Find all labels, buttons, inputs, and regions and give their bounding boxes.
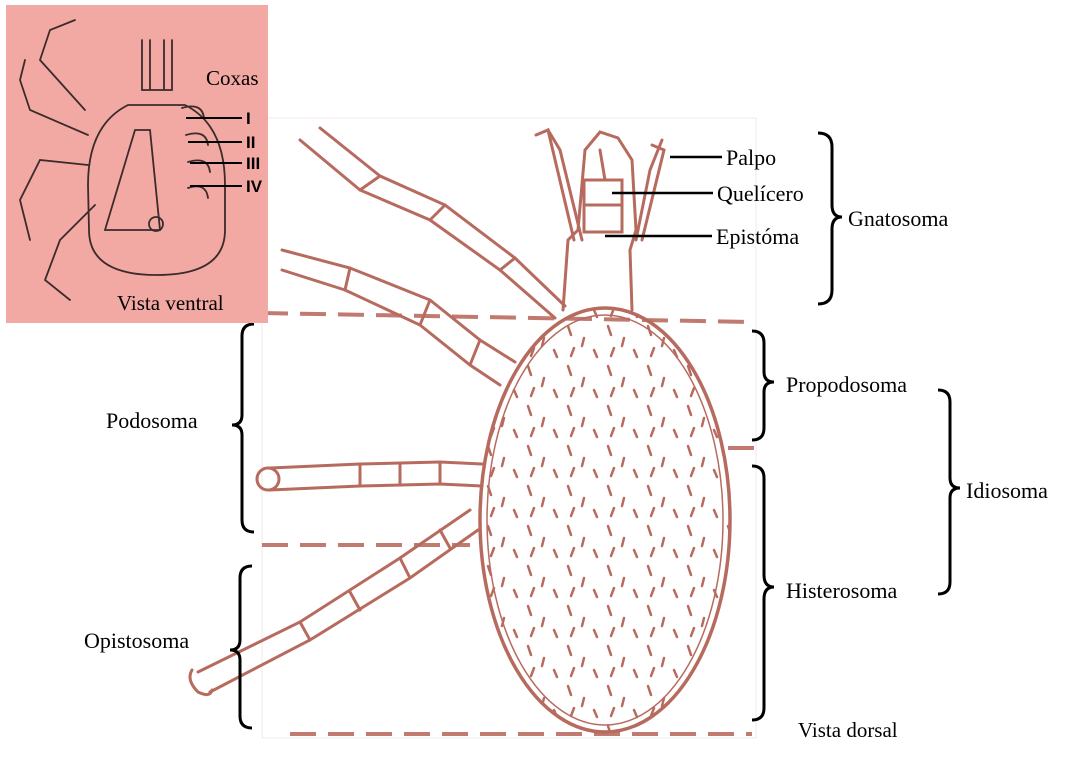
coxa-numeral-4: IV [246, 178, 262, 195]
ventral-inset [6, 5, 268, 323]
propodosoma-label: Propodosoma [786, 374, 907, 396]
bracket-gnatosoma [818, 133, 842, 304]
histerosoma-label: Histerosoma [786, 580, 897, 602]
bracket-podosoma [232, 324, 254, 532]
coxa-numeral-2: II [246, 134, 255, 151]
palpo-label: Palpo [726, 147, 776, 169]
gnatosoma-label: Gnatosoma [848, 208, 948, 230]
vista-ventral-label: Vista ventral [117, 293, 224, 314]
podosoma-label: Podosoma [106, 410, 198, 432]
coxa-numeral-1: I [246, 110, 251, 127]
bracket-idiosoma [938, 390, 960, 594]
coxas-label: Coxas [206, 68, 259, 89]
vista-dorsal-label: Vista dorsal [798, 720, 898, 741]
idiosoma-label: Idiosoma [966, 480, 1048, 502]
quelicero-label: Quelícero [717, 183, 804, 205]
idiosoma-body [480, 308, 730, 732]
coxa-numeral-3: III [246, 155, 260, 172]
opistosoma-label: Opistosoma [84, 630, 189, 652]
epistoma-label: Epistóma [716, 226, 799, 248]
